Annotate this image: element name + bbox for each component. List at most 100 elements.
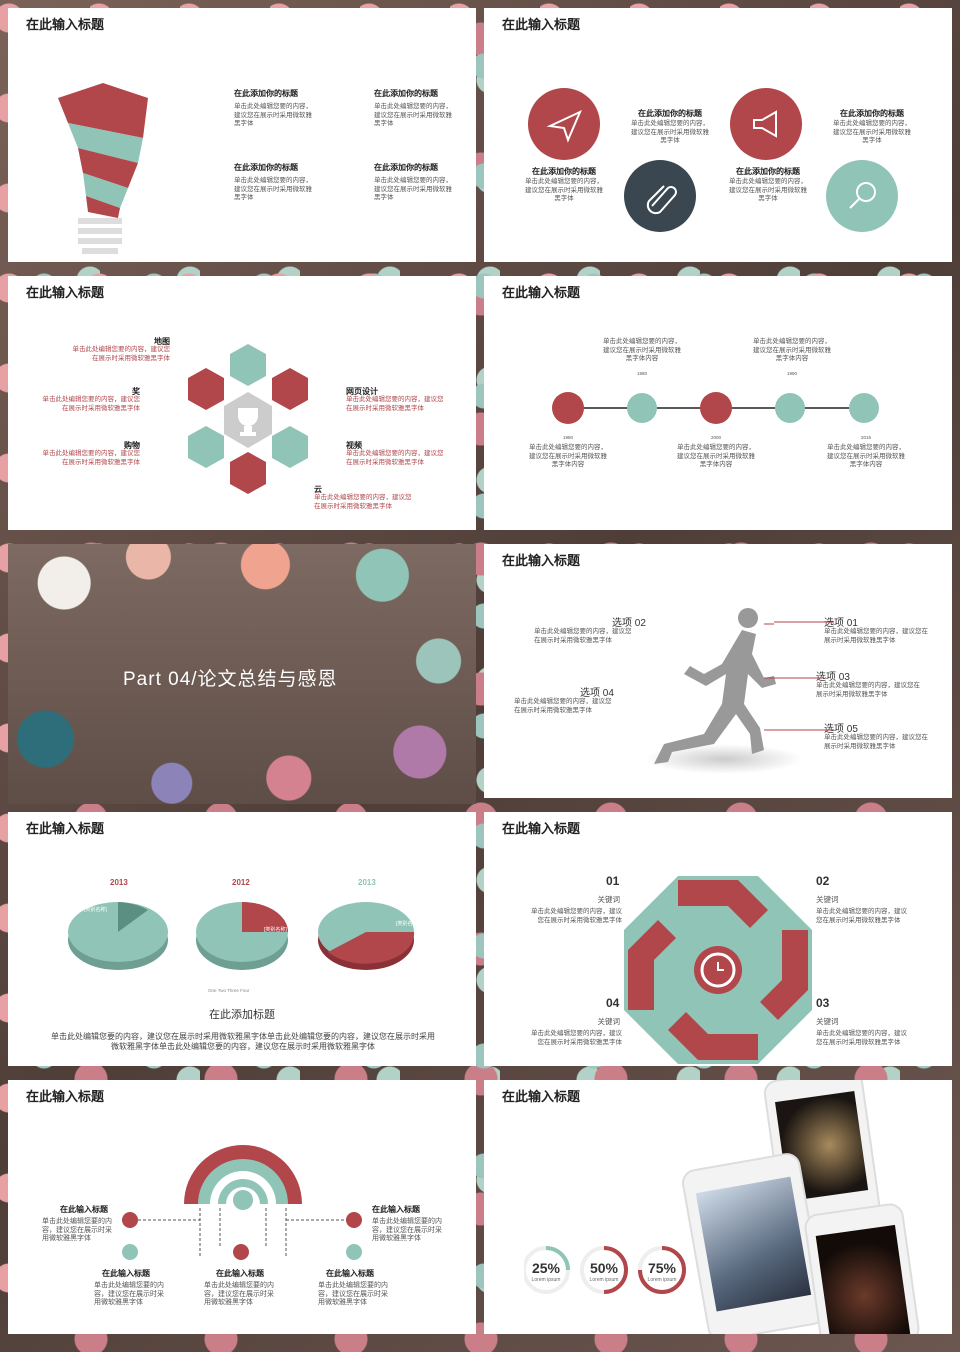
option-label: 选项 05 (824, 724, 858, 735)
slide-title: 在此输入标题 (502, 1089, 581, 1104)
megaphone-icon (730, 88, 802, 160)
chart-body: 单击此处编辑您要的内容，建议您在展示时采用微软雅黑字体单击此处编辑您要的内容，建… (51, 1032, 435, 1051)
item-title: 在此添加你的标题 (638, 109, 702, 118)
option-label: 选项 03 (816, 672, 850, 683)
stat-label: Lorem ipsum (531, 1277, 561, 1283)
item-title: 在此添加你的标题 (840, 109, 904, 118)
slide-title: 在此输入标题 (26, 285, 105, 300)
slide-5-section-cover[interactable]: Part 04/论文总结与感恩 (8, 544, 476, 804)
step-number: 03 (816, 996, 830, 1010)
stat-value: 50% (589, 1260, 619, 1276)
item-title: 在此添加你的标题 (234, 163, 298, 172)
timeline-desc: 单击此处编辑您要的内容，建议您在展示时采用微软雅黑字体内容 (677, 444, 755, 468)
item-title: 在此添加你的标题 (374, 163, 438, 172)
hex-label-video: 视频 (346, 441, 362, 450)
hex-label-shopping: 购物 (124, 441, 140, 450)
slide-10[interactable]: 在此输入标题 25% Lorem ipsum 50% Lorem ipsum 7… (484, 1080, 952, 1334)
timeline-year: 2000 (710, 435, 721, 440)
step-number: 02 (816, 874, 830, 888)
hex-label-cloud: 云 (314, 485, 322, 494)
stat-label: Lorem ipsum (589, 1277, 619, 1283)
slide-title: 在此输入标题 (26, 1089, 105, 1104)
step-keyword: 关键词 (597, 895, 621, 904)
step-desc: 单击此处编辑您要的内容，建议您在展示时采用微软雅黑字体 (816, 1030, 907, 1046)
option-connector-lines (764, 621, 834, 731)
item-title: 在此输入标题 (216, 1269, 264, 1278)
step-desc: 单击此处编辑您要的内容，建议您在展示时采用微软雅黑字体 (531, 908, 622, 924)
option-desc: 单击此处编辑您要的内容，建议您在展示时采用微软雅黑字体 (534, 628, 632, 644)
stat-label: Lorem ipsum (647, 1277, 677, 1283)
slide-9[interactable]: 在此输入标题 在此输入标题 单击此处编辑您要的内容，建议您在展示时采用微软雅黑字… (8, 1080, 476, 1334)
pie-year: 2012 (232, 878, 250, 887)
item-desc: 单击此处编辑您要的内容，建议您在展示时采用微软雅黑字体 (631, 120, 709, 144)
paperclip-icon (624, 160, 696, 232)
slice-label: [类别名称] (396, 921, 419, 927)
timeline-desc: 单击此处编辑您要的内容，建议您在展示时采用微软雅黑字体内容 (753, 338, 831, 362)
item-desc: 单击此处编辑您要的内容，建议您在展示时采用微软雅黑字体 (94, 1282, 164, 1306)
pie-charts (68, 902, 415, 970)
connector-lines (122, 1212, 362, 1260)
timeline-year: 1980 (636, 371, 647, 376)
item-title: 在此输入标题 (372, 1205, 420, 1214)
timeline-desc: 单击此处编辑您要的内容，建议您在展示时采用微软雅黑字体内容 (603, 338, 681, 362)
item-desc: 单击此处编辑您要的内容，建议您在展示时采用微软雅黑字体 (234, 177, 312, 201)
option-desc: 单击此处编辑您要的内容，建议您在展示时采用微软雅黑字体 (824, 734, 928, 750)
slide-6[interactable]: 在此输入标题 选项 02 单击此处编辑您要的内容，建议您在展示时采用微软雅黑字体… (484, 544, 952, 798)
step-number: 01 (606, 874, 620, 888)
timeline-year: 1980 (562, 435, 573, 440)
flower-frame-image (8, 544, 476, 804)
option-desc: 单击此处编辑您要的内容，建议您在展示时采用微软雅黑字体 (514, 698, 612, 714)
step-number: 04 (606, 996, 620, 1010)
rainbow-graphic (184, 1145, 302, 1258)
hex-label-web: 网页设计 (346, 387, 378, 396)
hex-label-award: 奖 (132, 387, 140, 396)
option-desc: 单击此处编辑您要的内容，建议您在展示时采用微软雅黑字体 (816, 682, 920, 698)
octagon-arrows (624, 876, 812, 1064)
slice-label: [类别名称] (264, 927, 287, 933)
slide-title: 在此输入标题 (502, 553, 581, 568)
slide-7[interactable]: 在此输入标题 2013 2012 2013 [类别名称] [类别名称] [类别名… (8, 812, 476, 1066)
timeline-desc: 单击此处编辑您要的内容，建议您在展示时采用微软雅黑字体内容 (827, 444, 905, 468)
item-desc: 单击此处编辑您要的内容，建议您在展示时采用微软雅黑字体 (525, 178, 603, 202)
item-desc: 单击此处编辑您要的内容，建议您在展示时采用微软雅黑字体 (372, 1218, 442, 1242)
item-desc: 单击此处编辑您要的内容，建议您在展示时采用微软雅黑字体 (204, 1282, 274, 1306)
hex-desc: 单击此处编辑您要的内容，建议您在展示时采用微软雅黑字体 (346, 450, 444, 466)
item-title: 在此添加你的标题 (532, 167, 596, 176)
item-title: 在此输入标题 (326, 1269, 374, 1278)
item-desc: 单击此处编辑您要的内容，建议您在展示时采用微软雅黑字体 (374, 103, 452, 127)
hex-desc: 单击此处编辑您要的内容，建议您在展示时采用微软雅黑字体 (42, 450, 141, 466)
slide-title: 在此输入标题 (26, 821, 105, 836)
pie-year: 2013 (110, 878, 128, 887)
item-desc: 单击此处编辑您要的内容，建议您在展示时采用微软雅黑字体 (833, 120, 911, 144)
hex-desc: 单击此处编辑您要的内容，建议您在展示时采用微软雅黑字体 (346, 396, 444, 412)
slide-title: 在此输入标题 (502, 821, 581, 836)
timeline-year: 2015 (860, 435, 871, 440)
timeline-desc: 单击此处编辑您要的内容，建议您在展示时采用微软雅黑字体内容 (529, 444, 607, 468)
step-keyword: 关键词 (816, 1017, 839, 1026)
slide-1[interactable]: 在此输入标题 在此添加你的标题 单击此处编辑您要的内容，建议您在展示时采用微软雅… (8, 8, 476, 262)
item-desc: 单击此处编辑您要的内容，建议您在展示时采用微软雅黑字体 (42, 1218, 112, 1242)
item-desc: 单击此处编辑您要的内容，建议您在展示时采用微软雅黑字体 (374, 177, 452, 201)
option-label: 选项 04 (580, 688, 614, 699)
step-keyword: 关键词 (597, 1017, 621, 1026)
item-desc: 单击此处编辑您要的内容，建议您在展示时采用微软雅黑字体 (318, 1282, 388, 1306)
paper-plane-icon (528, 88, 600, 160)
hex-desc: 单击此处编辑您要的内容，建议您在展示时采用微软雅黑字体 (314, 494, 412, 510)
section-title: Part 04/论文总结与感恩 (123, 669, 338, 690)
step-keyword: 关键词 (816, 895, 839, 904)
step-desc: 单击此处编辑您要的内容，建议您在展示时采用微软雅黑字体 (816, 908, 907, 924)
item-title: 在此输入标题 (102, 1269, 150, 1278)
slide-8[interactable]: 在此输入标题 01 关键词 单击此处编辑您要的内容，建议您在展示时采用微软雅黑字… (484, 812, 952, 1066)
option-desc: 单击此处编辑您要的内容，建议您在展示时采用微软雅黑字体 (824, 628, 928, 644)
slide-3[interactable]: 在此输入标题 地图 单击此处编辑您要的内容，建议您在展示时采用微软雅黑字体 奖 … (8, 276, 476, 530)
slide-2[interactable]: 在此输入标题 在此添加你的标题 单击此处编辑您要的内容，建议您在展示时采用微软雅… (484, 8, 952, 262)
slide-title: 在此输入标题 (502, 285, 581, 300)
pie-year: 2013 (358, 878, 376, 887)
slide-4[interactable]: 在此输入标题 单击此处编辑您要的内容，建议您在展示时采用微软雅黑字体内容 198… (484, 276, 952, 530)
pie-legend: One Two Three Four (208, 988, 250, 993)
option-label: 选项 01 (824, 618, 858, 629)
item-title: 在此输入标题 (60, 1205, 108, 1214)
search-icon (826, 160, 898, 232)
step-desc: 单击此处编辑您要的内容，建议您在展示时采用微软雅黑字体 (531, 1030, 622, 1046)
item-title: 在此添加你的标题 (736, 167, 800, 176)
